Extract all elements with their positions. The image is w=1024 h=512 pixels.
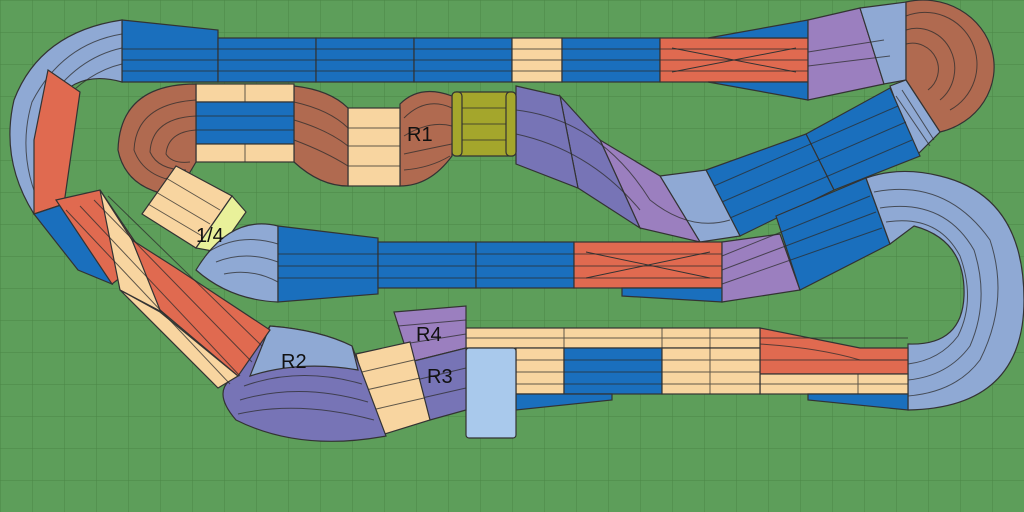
lane-lines [293,101,349,167]
diagonal-section [515,85,921,243]
blue-straight-piece [377,241,477,289]
top-right-curves [807,0,995,158]
lane-lines [207,239,279,283]
r1-chicane [293,85,453,187]
bridge [451,91,517,157]
lane-lines [122,48,808,72]
lower-straight [465,327,909,439]
lane-lines [196,84,294,162]
brown-curve-piece [293,85,349,187]
lane-lines [361,359,425,411]
crossover-curve-piece [759,327,909,375]
lane-lines [759,343,908,361]
tan-straight-piece [347,107,401,187]
r2-section [222,325,387,442]
tan-straight-piece [515,347,565,395]
blue-straight-piece [195,101,295,145]
blue-straight-piece [475,241,575,289]
r3-label: R3 [427,366,453,388]
pit-lane-piece [465,347,517,439]
right-loop [865,170,1024,411]
lane-lines [895,89,935,147]
brown-hairpin-curve [905,0,995,133]
inner-top-left-section [117,83,295,253]
r1-label: R1 [407,124,433,146]
r2-label: R2 [281,351,307,373]
bridge-post [451,91,463,157]
lane-lines [873,188,999,397]
blue-border-piece [807,393,909,411]
bridge-post [505,91,517,157]
lane-lines [65,195,263,385]
lane-lines [278,253,722,279]
top-straight [121,19,809,101]
lane-lines [713,105,913,219]
lane-lines [462,107,506,141]
lane-lines [397,319,467,399]
lane-lines [466,328,908,394]
lane-lines [147,177,221,237]
top-straight-start-piece [121,19,219,83]
blue-straight-piece [563,347,663,395]
lane-lines [721,195,883,285]
quarter-piece-label: 1/4 [196,225,224,247]
lane-lines [348,127,400,167]
tan-diagonal-piece [119,289,240,389]
r2-lightblue-curve-piece [248,325,359,377]
tan-straight-piece [661,347,761,395]
blue-straight-piece [277,225,379,303]
crossover-x-lines [585,251,711,279]
left-side [9,19,271,389]
lane-lines [133,99,197,183]
lane-lines [807,11,978,111]
lane-lines [403,103,453,171]
r4-label: R4 [416,324,442,346]
center-straight [195,177,891,303]
lane-lines [237,375,375,421]
lane-lines [515,109,731,224]
